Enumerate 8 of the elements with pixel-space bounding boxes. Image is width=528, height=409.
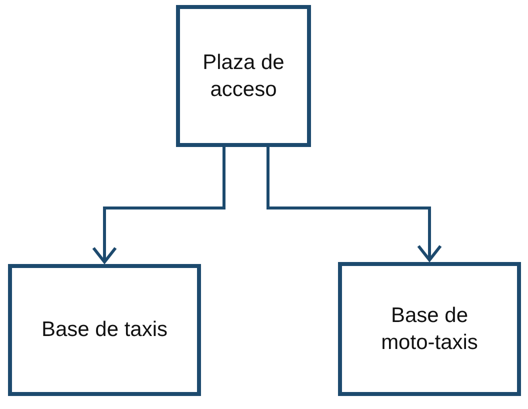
process-box bbox=[8, 264, 201, 396]
node-label: Base de moto-taxis bbox=[380, 302, 479, 356]
node-label: Base de taxis bbox=[41, 317, 168, 344]
connector-arrow bbox=[266, 147, 442, 262]
node-label: Plaza de acceso bbox=[202, 50, 286, 103]
process-box bbox=[338, 262, 521, 396]
connector-arrow bbox=[92, 147, 226, 264]
process-box bbox=[176, 5, 311, 147]
